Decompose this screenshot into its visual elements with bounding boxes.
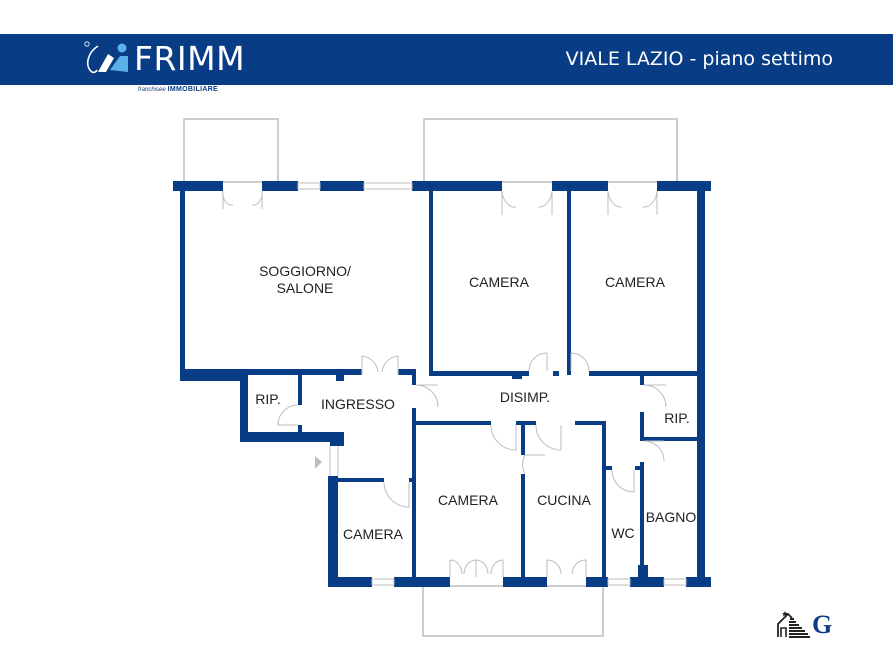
page-title: VIALE LAZIO - piano settimo [565, 48, 833, 70]
room-label-disimp: DISIMP. [500, 389, 550, 405]
brand-letter: G [812, 610, 833, 639]
brand-name: FRIMM [134, 39, 246, 78]
room-label-camera4: CAMERA [343, 526, 404, 542]
entrance-arrow-icon [315, 456, 322, 469]
walls [173, 181, 711, 587]
room-label-camera2: CAMERA [605, 274, 666, 290]
room-label-soggiorno-line2: SALONE [277, 280, 334, 296]
balcony-north-west [183, 118, 279, 183]
room-label-camera3: CAMERA [438, 492, 499, 508]
room-label-rip2: RIP. [664, 410, 689, 426]
room-label-ingresso: INGRESSO [321, 396, 395, 412]
balcony-north-east [423, 118, 678, 183]
brand-tagline-big: IMMOBILIARE [167, 86, 218, 93]
house-stairs-icon [777, 611, 810, 638]
room-label-wc: WC [611, 525, 634, 541]
room-label-bagno: BAGNO [646, 509, 697, 525]
brand-tagline-small: franchisee [138, 87, 166, 93]
room-label-soggiorno-line1: SOGGIORNO/ [259, 263, 351, 279]
header-band [0, 34, 893, 85]
brand-tagline: franchisee IMMOBILIARE [138, 86, 218, 93]
room-label-cucina: CUCINA [537, 492, 591, 508]
room-label-rip1: RIP. [255, 391, 280, 407]
balcony-south [422, 585, 604, 637]
room-label-camera1: CAMERA [469, 274, 530, 290]
frimm-logo-icon [84, 41, 128, 74]
